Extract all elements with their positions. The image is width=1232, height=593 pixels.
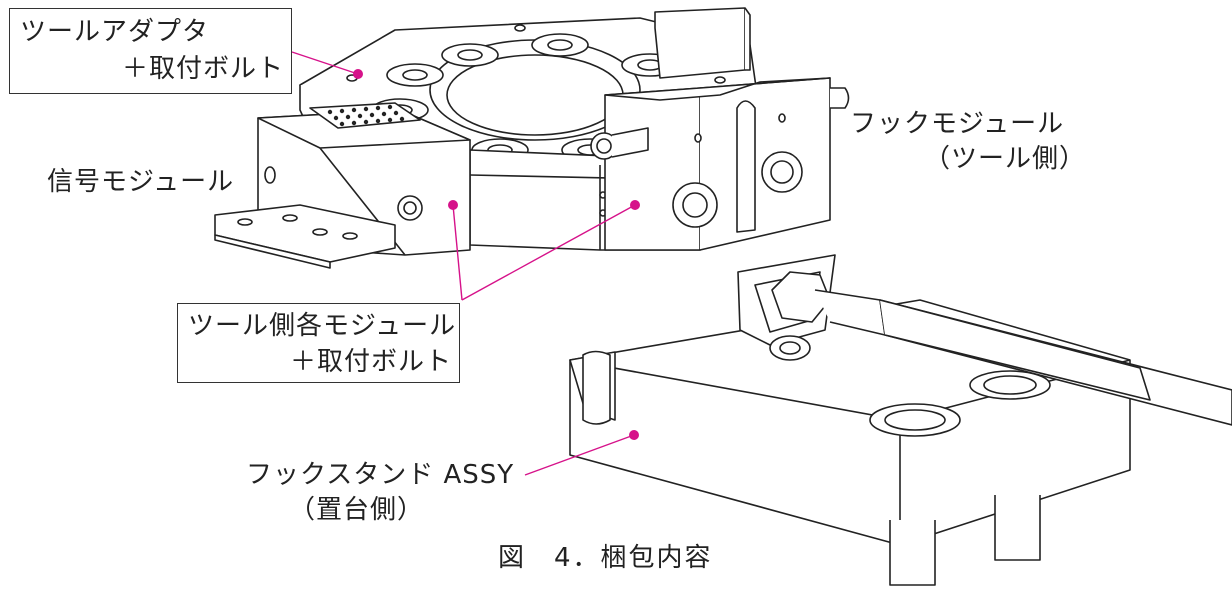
hook-stand-bracket bbox=[737, 254, 1232, 426]
leader-dots bbox=[353, 69, 640, 440]
hook-module-label-line2: （ツール側） bbox=[924, 144, 1087, 174]
tool-adapter-label-line1: ツールアダプタ bbox=[20, 17, 210, 47]
leader-lines bbox=[291, 51, 636, 476]
tool-side-modules-label-line2: ＋取付ボルト bbox=[290, 347, 453, 377]
hook-module-tool-side bbox=[590, 7, 850, 251]
figure-caption: 図 4．梱包内容 bbox=[498, 543, 713, 573]
tool-adapter-label-box: ツールアダプタ ＋取付ボルト bbox=[9, 8, 292, 94]
tool-adapter-label-line2: ＋取付ボルト bbox=[122, 54, 285, 84]
hook-stand-label-line1: フックスタンド ASSY bbox=[246, 460, 515, 490]
signal-module-label: 信号モジュール bbox=[47, 167, 235, 197]
hook-module-label-line1: フックモジュール bbox=[850, 109, 1065, 139]
tool-side-modules-label-box: ツール側各モジュール ＋取付ボルト bbox=[177, 303, 460, 383]
signal-plate bbox=[214, 204, 396, 269]
hook-stand-label-line2: （置台側） bbox=[289, 495, 425, 525]
tool-side-modules-label-line1: ツール側各モジュール bbox=[188, 311, 457, 341]
